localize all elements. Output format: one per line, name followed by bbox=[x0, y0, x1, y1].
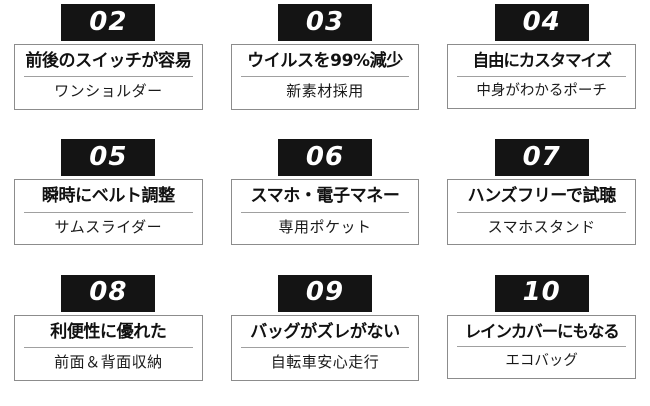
feature-subtitle: 新素材採用 bbox=[286, 82, 364, 101]
feature-cell: 09 バッグがズレがない自転車安心走行 bbox=[217, 271, 434, 406]
feature-number: 07 bbox=[522, 141, 561, 172]
feature-divider bbox=[240, 346, 410, 348]
feature-card: ウイルスを99%減少新素材採用 bbox=[230, 44, 420, 110]
feature-number-badge: 09 bbox=[277, 274, 372, 312]
feature-number-badge: 04 bbox=[494, 4, 589, 41]
feature-title: バッグがズレがない bbox=[250, 321, 400, 342]
feature-number: 10 bbox=[522, 277, 561, 308]
feature-number-badge: 07 bbox=[494, 139, 589, 177]
feature-card: 利便性に優れた前面＆背面収納 bbox=[14, 314, 203, 381]
feature-number: 08 bbox=[89, 277, 128, 308]
feature-divider bbox=[240, 76, 410, 78]
feature-subtitle: エコバッグ bbox=[505, 353, 578, 370]
feature-title: スマホ・電子マネー bbox=[250, 186, 400, 207]
feature-divider bbox=[457, 211, 626, 213]
feature-card: レインカバーにもなるエコバッグ bbox=[447, 314, 636, 380]
feature-subtitle: サムスライダー bbox=[54, 217, 163, 236]
feature-divider bbox=[457, 75, 626, 77]
feature-title: ハンズフリーで試聴 bbox=[467, 186, 616, 207]
feature-divider bbox=[24, 346, 193, 348]
feature-card: 瞬時にベルト調整サムスライダー bbox=[14, 179, 203, 246]
feature-subtitle: 中身がわかるポーチ bbox=[476, 82, 607, 99]
feature-cell: 05 瞬時にベルト調整サムスライダー bbox=[0, 135, 217, 270]
feature-cell: 07 ハンズフリーで試聴スマホスタンド bbox=[433, 135, 650, 270]
feature-number: 02 bbox=[89, 6, 128, 37]
feature-subtitle: スマホスタンド bbox=[487, 217, 596, 236]
feature-number-badge: 02 bbox=[61, 4, 156, 41]
feature-card: スマホ・電子マネー専用ポケット bbox=[230, 179, 420, 246]
feature-title: 瞬時にベルト調整 bbox=[41, 186, 175, 207]
feature-title: 前後のスイッチが容易 bbox=[25, 51, 192, 71]
feature-number-badge: 03 bbox=[277, 4, 372, 41]
feature-cell: 02 前後のスイッチが容易ワンショルダー bbox=[0, 0, 217, 135]
feature-subtitle: 専用ポケット bbox=[278, 217, 372, 236]
feature-divider bbox=[240, 211, 410, 213]
feature-title: ウイルスを99%減少 bbox=[247, 51, 403, 71]
feature-cell: 10 レインカバーにもなるエコバッグ bbox=[433, 271, 650, 406]
feature-card: 自由にカスタマイズ中身がわかるポーチ bbox=[447, 44, 636, 109]
feature-number: 04 bbox=[522, 6, 561, 37]
feature-number: 09 bbox=[305, 277, 345, 308]
feature-number: 05 bbox=[89, 141, 128, 172]
feature-title: 自由にカスタマイズ bbox=[472, 51, 612, 70]
feature-card: ハンズフリーで試聴スマホスタンド bbox=[447, 179, 636, 246]
feature-divider bbox=[24, 76, 193, 78]
feature-number-badge: 10 bbox=[494, 274, 589, 312]
feature-subtitle: 前面＆背面収納 bbox=[54, 352, 163, 371]
feature-title: 利便性に優れた bbox=[50, 321, 167, 342]
feature-number: 06 bbox=[305, 141, 345, 172]
feature-number-badge: 08 bbox=[61, 274, 156, 312]
feature-number-badge: 05 bbox=[61, 139, 156, 177]
feature-cell: 04 自由にカスタマイズ中身がわかるポーチ bbox=[433, 0, 650, 135]
feature-number-badge: 06 bbox=[277, 139, 372, 177]
feature-number: 03 bbox=[305, 6, 345, 37]
feature-divider bbox=[457, 346, 626, 348]
feature-divider bbox=[24, 211, 193, 213]
feature-card: バッグがズレがない自転車安心走行 bbox=[230, 314, 420, 381]
feature-subtitle: 自転車安心走行 bbox=[270, 352, 380, 371]
feature-subtitle: ワンショルダー bbox=[54, 82, 163, 101]
feature-title: レインカバーにもなる bbox=[464, 321, 620, 341]
feature-card: 前後のスイッチが容易ワンショルダー bbox=[14, 44, 203, 110]
feature-cell: 03 ウイルスを99%減少新素材採用 bbox=[217, 0, 434, 135]
feature-cell: 06 スマホ・電子マネー専用ポケット bbox=[217, 135, 434, 270]
feature-cell: 08 利便性に優れた前面＆背面収納 bbox=[0, 271, 217, 406]
